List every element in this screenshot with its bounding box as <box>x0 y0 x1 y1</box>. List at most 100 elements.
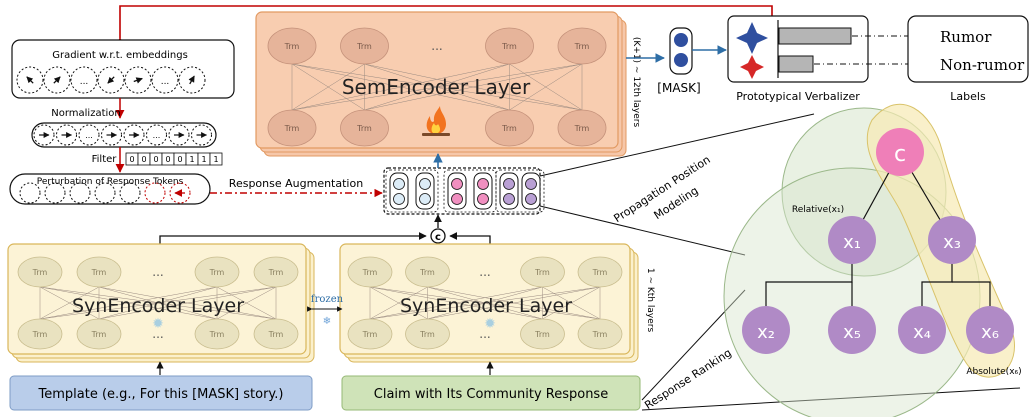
normalized-dots: ... <box>153 131 161 140</box>
trm-connection <box>364 63 583 111</box>
claim-text: Claim with Its Community Response <box>374 387 608 402</box>
gradient-arrow <box>107 76 115 84</box>
trm-block <box>557 27 607 65</box>
labels-title: Labels <box>950 90 986 103</box>
trm-block <box>194 256 240 288</box>
trm-block <box>347 318 393 350</box>
trm-block <box>76 318 122 350</box>
token-dot <box>477 178 489 190</box>
non-rumor-prototype-icon <box>740 55 764 79</box>
trm-label: Trm <box>501 42 517 51</box>
filter-bit: 1 <box>213 155 218 164</box>
token-dot <box>419 178 431 190</box>
trm-block <box>253 256 299 288</box>
trm-connection <box>39 286 100 320</box>
token-representations <box>383 167 545 215</box>
label-rumor: Rumor <box>940 28 992 46</box>
trm-label: Trm <box>362 330 378 339</box>
mask-label: [MASK] <box>657 81 700 95</box>
trm-block <box>577 318 623 350</box>
perturbation-circles <box>19 182 191 204</box>
trm-connection <box>509 63 583 111</box>
trm-label: Trm <box>268 268 284 277</box>
trm-block <box>76 256 122 288</box>
normalized-vector-circles: ...... <box>33 124 212 146</box>
trm-label: Trm <box>209 330 225 339</box>
response-augmentation-label: Response Augmentation <box>229 177 363 190</box>
node-x6 <box>966 306 1014 354</box>
perturbation-circle <box>44 182 66 204</box>
trm-connection <box>291 63 510 111</box>
trm-connection <box>39 286 218 320</box>
trm-connection <box>216 286 277 320</box>
trm-dots: ... <box>479 265 490 279</box>
verbalizer-label: Prototypical Verbalizer <box>736 90 860 103</box>
freeze-icon: ✹ <box>152 316 164 332</box>
token-dot <box>503 193 515 205</box>
non-rumor-score-bar <box>778 55 814 73</box>
perturbation-circle <box>144 182 166 204</box>
trm-connection <box>427 286 601 320</box>
token-group-box <box>495 169 545 213</box>
template-input: Template (e.g., For this [MASK] story.) <box>9 375 313 411</box>
token-group-box <box>385 169 439 213</box>
filter-bit: 0 <box>177 155 182 164</box>
node-x6-label: x₆ <box>981 322 999 343</box>
response-ranking-label: Response Ranking <box>642 346 734 412</box>
trm-label: Trm <box>268 330 284 339</box>
label-non-rumor: Non-rumor <box>940 56 1025 74</box>
filter-bit: 0 <box>129 155 134 164</box>
gradient-panel: Gradient w.r.t. embeddings ...... Normal… <box>9 39 235 205</box>
filter-bit-cell <box>209 152 223 166</box>
template-text: Template (e.g., For this [MASK] story.) <box>38 387 284 402</box>
token-dot <box>393 178 405 190</box>
trm-block <box>405 318 450 350</box>
node-x3-label: x₃ <box>943 232 961 253</box>
propagation-tree: c x₁ x₃ x₂ x₅ x₄ x₆ Relative(x₁) Absolut… <box>539 103 1022 417</box>
trm-label: Trm <box>356 124 372 133</box>
trm-label: Trm <box>592 268 608 277</box>
trm-connection <box>369 286 601 320</box>
node-x3 <box>928 216 976 264</box>
prototypical-verbalizer: Prototypical Verbalizer <box>727 15 869 103</box>
perturbation-circle <box>119 182 141 204</box>
gradient-arrow <box>53 76 61 84</box>
syn-encoder-title-left: SynEncoder Layer <box>72 295 244 317</box>
node-x4-label: x₄ <box>913 322 931 343</box>
trm-connection <box>39 286 277 320</box>
trm-label: Trm <box>534 330 550 339</box>
response-augmentation-arrow: Response Augmentation <box>210 177 383 198</box>
syn-encoder-layers: 1 ~ Kth layers <box>645 268 655 333</box>
mask-token: [MASK] <box>657 27 701 95</box>
syn-encoder-title-right: SynEncoder Layer <box>400 295 572 317</box>
normalized-circle <box>146 124 167 146</box>
gradient-dots: ... <box>80 77 89 87</box>
gradient-arrow <box>133 77 143 84</box>
perturbation-circle <box>69 182 91 204</box>
trm-label: Trm <box>419 268 435 277</box>
token-dot <box>393 193 405 205</box>
trm-label: Trm <box>574 42 590 51</box>
trm-block <box>557 109 607 147</box>
trm-block <box>267 27 317 65</box>
filter-label: Filter <box>92 154 118 165</box>
trm-label: Trm <box>284 42 300 51</box>
node-x1-label: x₁ <box>843 232 861 253</box>
trm-connection <box>291 63 365 111</box>
gradient-arrow <box>26 76 34 84</box>
gradient-vector-circles: ...... <box>16 66 206 94</box>
trm-connection <box>369 286 543 320</box>
gradient-dots: ... <box>161 77 170 87</box>
trm-dots: ... <box>479 327 490 341</box>
token-dot <box>525 193 537 205</box>
gradient-circle <box>70 66 98 94</box>
token-dot <box>451 178 463 190</box>
trm-label: Trm <box>362 268 378 277</box>
node-x5-label: x₅ <box>843 322 861 343</box>
normalized-circle <box>78 124 100 146</box>
trm-block <box>347 256 393 288</box>
